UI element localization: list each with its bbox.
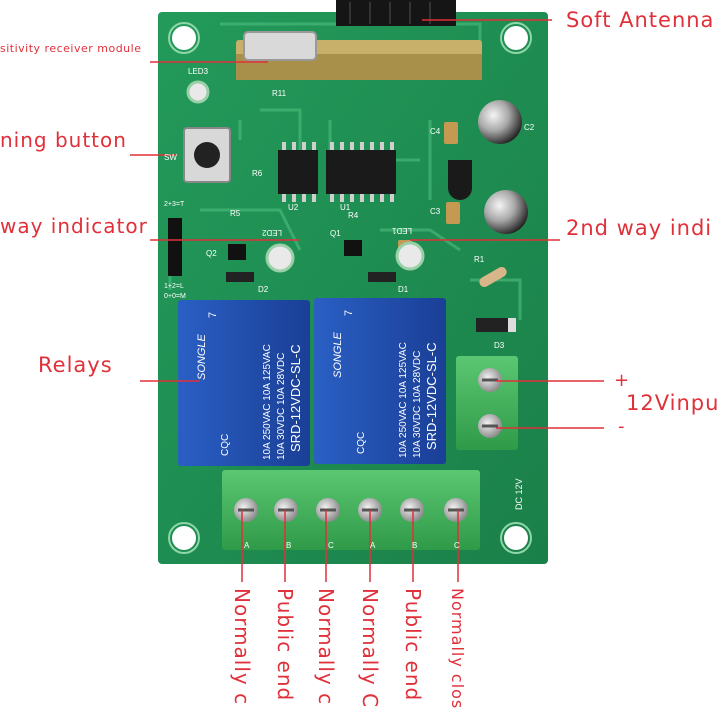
terminal-letter: A [370, 541, 376, 550]
label-power-plus: + [614, 370, 631, 391]
label-second-way-indicator: 2nd way indi [566, 216, 713, 240]
smd-transistor [228, 244, 246, 260]
silk-led2: LED2 [261, 228, 282, 237]
led-3 [186, 80, 210, 104]
terminal-letter: C [454, 541, 460, 550]
label-power-input: 12Vinpu [626, 391, 720, 415]
relay-2-model: SRD-12VDC-SL-C [424, 342, 439, 450]
relay-1-rating-1: 10A 250VAC 10A 125VAC [262, 344, 273, 460]
relay-1-cert: CQC [220, 434, 231, 456]
silk-d2: D2 [258, 285, 269, 294]
relay-1-pin: 7 [207, 312, 219, 318]
terminal-letter: C [328, 541, 334, 550]
capacitor-c2 [478, 100, 522, 144]
silk-led1: LED1 [391, 226, 412, 235]
label-terminal-5: Public end [401, 588, 425, 702]
silk-led3: LED3 [188, 67, 209, 76]
label-terminal-1: Normally c [230, 588, 254, 706]
label-receiver-module: sitivity receiver module [0, 42, 142, 55]
label-first-way-indicator: way indicator [0, 214, 148, 238]
silk-mode-t: 2+3=T [164, 201, 185, 208]
smd-transistor [344, 240, 362, 256]
silk-d1: D1 [398, 285, 409, 294]
relay-1-rating-2: 10A 30VDC 10A 28VDC [276, 353, 287, 460]
relay-1-model: SRD-12VDC-SL-C [288, 344, 303, 452]
mount-hole [172, 26, 196, 50]
silk-r5: R5 [230, 209, 241, 218]
terminal-letter: B [286, 541, 291, 550]
diode-d2 [226, 272, 254, 282]
label-soft-antenna: Soft Antenna [566, 8, 715, 32]
label-learning-button: ning button [0, 128, 127, 152]
terminal-letter: A [244, 541, 250, 550]
output-terminal-block[interactable] [222, 470, 480, 550]
silk-r6: R6 [252, 169, 263, 178]
label-terminal-4: Normally C [358, 588, 382, 709]
silk-q2: Q2 [206, 249, 217, 258]
silk-c2: C2 [524, 123, 535, 132]
resistor-r1 [479, 267, 507, 287]
transistor-q3 [448, 160, 472, 200]
silk-c4: C4 [430, 127, 441, 136]
led-1 [395, 241, 425, 271]
diode-d1 [368, 272, 396, 282]
relay-2[interactable] [314, 298, 446, 464]
jumper-header [168, 218, 182, 276]
relay-2-rating-2: 10A 30VDC 10A 28VDC [412, 351, 423, 458]
label-power-minus: - [618, 416, 626, 437]
chip-u1 [326, 150, 396, 194]
label-terminal-6: Normally clos [448, 588, 467, 710]
relay-2-pin: 7 [343, 310, 355, 316]
mount-hole [172, 526, 196, 550]
silk-r1: R1 [474, 255, 485, 264]
relay-2-cert: CQC [356, 432, 367, 454]
mount-hole [504, 26, 528, 50]
relay-2-brand: SONGLE [332, 331, 344, 378]
led-2 [265, 243, 295, 273]
label-relays: Relays [38, 353, 113, 377]
silk-c3: C3 [430, 207, 441, 216]
capacitor-c1 [484, 190, 528, 234]
terminal-letter: B [412, 541, 417, 550]
silk-r11: R11 [272, 89, 287, 98]
silk-r4: R4 [348, 211, 359, 220]
silk-d3: D3 [494, 341, 505, 350]
silk-mode-l: 1+2=L [164, 283, 184, 290]
soft-antenna [336, 0, 456, 26]
silk-u1: U1 [340, 203, 351, 212]
silk-mode-m: 0+0=M [164, 293, 186, 300]
relay-1-brand: SONGLE [196, 333, 208, 380]
silk-q1: Q1 [330, 229, 341, 238]
dc-label: DC 12V [514, 478, 524, 510]
diode-d3 [476, 318, 516, 332]
chip-u2 [278, 150, 318, 194]
crystal-oscillator [243, 31, 317, 61]
relay-1[interactable] [178, 300, 310, 466]
label-terminal-2: Public end [273, 588, 297, 702]
mount-hole [504, 526, 528, 550]
label-terminal-3: Normally c [314, 588, 338, 706]
relay-2-rating-1: 10A 250VAC 10A 125VAC [398, 342, 409, 458]
silk-u2: U2 [288, 203, 299, 212]
silk-sw: SW [164, 153, 177, 162]
power-terminal[interactable] [456, 356, 518, 450]
